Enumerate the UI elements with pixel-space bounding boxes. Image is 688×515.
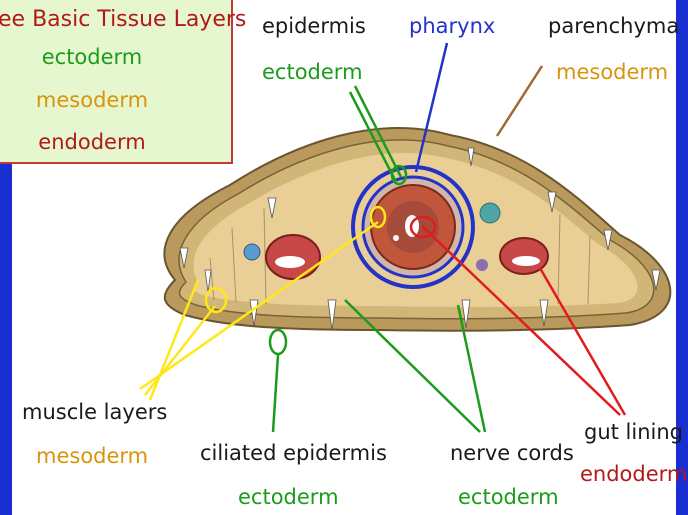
label-muscle-layers: muscle layers xyxy=(22,400,167,424)
cell-blue-left xyxy=(244,244,260,260)
label-parenchyma-layer: mesoderm xyxy=(556,60,668,84)
label-muscle-layers-layer: mesoderm xyxy=(36,444,148,468)
label-gut-lining-layer: endoderm xyxy=(580,462,687,486)
label-ciliated-epidermis-layer: ectoderm xyxy=(238,485,339,509)
label-epidermis-layer: ectoderm xyxy=(262,60,363,84)
label-gut-lining: gut lining xyxy=(584,420,683,444)
label-pharynx: pharynx xyxy=(409,14,495,38)
label-epidermis: epidermis xyxy=(262,14,366,38)
label-parenchyma: parenchyma xyxy=(548,14,679,38)
label-nerve-cords-layer: ectoderm xyxy=(458,485,559,509)
label-ciliated-epidermis: ciliated epidermis xyxy=(200,441,387,465)
gut-pouch-left xyxy=(266,235,320,279)
cell-purple xyxy=(476,259,488,271)
label-nerve-cords: nerve cords xyxy=(450,441,574,465)
cell-teal-right xyxy=(480,203,500,223)
